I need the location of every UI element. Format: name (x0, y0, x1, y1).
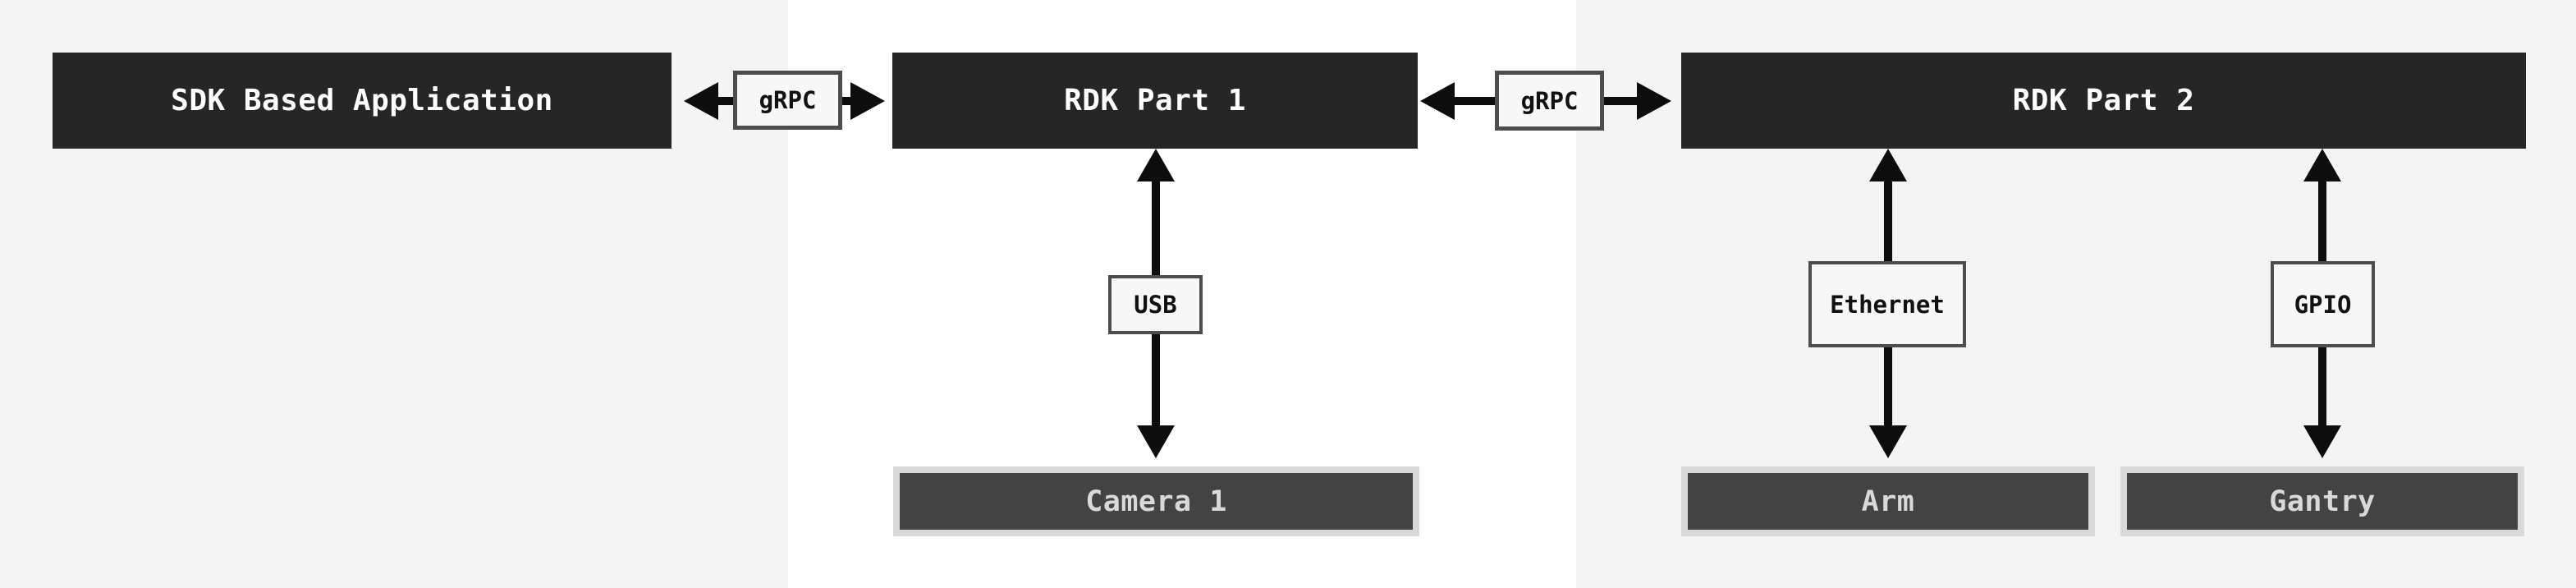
node-rdk-part-2-label: RDK Part 2 (2012, 84, 2195, 117)
arrowhead-up-icon (2303, 149, 2341, 181)
node-rdk-part-1-label: RDK Part 1 (1064, 84, 1246, 117)
arrowhead-down-icon (1137, 425, 1175, 458)
node-camera-1: Camera 1 (893, 466, 1419, 536)
arrowhead-right-icon (1637, 82, 1671, 120)
connector-usb: USB (1108, 275, 1203, 334)
connector-usb-label: USB (1134, 291, 1177, 319)
node-camera-1-label: Camera 1 (1085, 485, 1227, 518)
arrowhead-up-icon (1137, 149, 1175, 181)
node-arm: Arm (1681, 466, 2095, 536)
arrowhead-up-icon (1869, 149, 1907, 181)
arrowhead-right-icon (850, 82, 885, 120)
connector-ethernet-label: Ethernet (1830, 290, 1945, 319)
connector-gpio-label: GPIO (2294, 290, 2352, 319)
node-gantry: Gantry (2120, 466, 2524, 536)
connector-grpc-left: gRPC (733, 71, 842, 130)
arrowhead-left-icon (1420, 82, 1455, 120)
connector-grpc-right: gRPC (1495, 71, 1604, 131)
node-rdk-part-2: RDK Part 2 (1681, 53, 2526, 149)
connector-ethernet: Ethernet (1808, 261, 1966, 347)
node-sdk-based-application: SDK Based Application (53, 53, 672, 149)
connector-grpc-right-label: gRPC (1520, 86, 1579, 115)
node-rdk-part-1: RDK Part 1 (892, 53, 1418, 149)
node-gantry-label: Gantry (2269, 485, 2376, 518)
node-sdk-based-application-label: SDK Based Application (171, 84, 553, 117)
arrowhead-down-icon (1869, 425, 1907, 458)
node-arm-label: Arm (1861, 485, 1915, 518)
arrowhead-down-icon (2303, 425, 2341, 458)
connector-gpio: GPIO (2271, 261, 2375, 347)
connector-grpc-left-label: gRPC (759, 86, 817, 114)
arrowhead-left-icon (684, 82, 718, 120)
